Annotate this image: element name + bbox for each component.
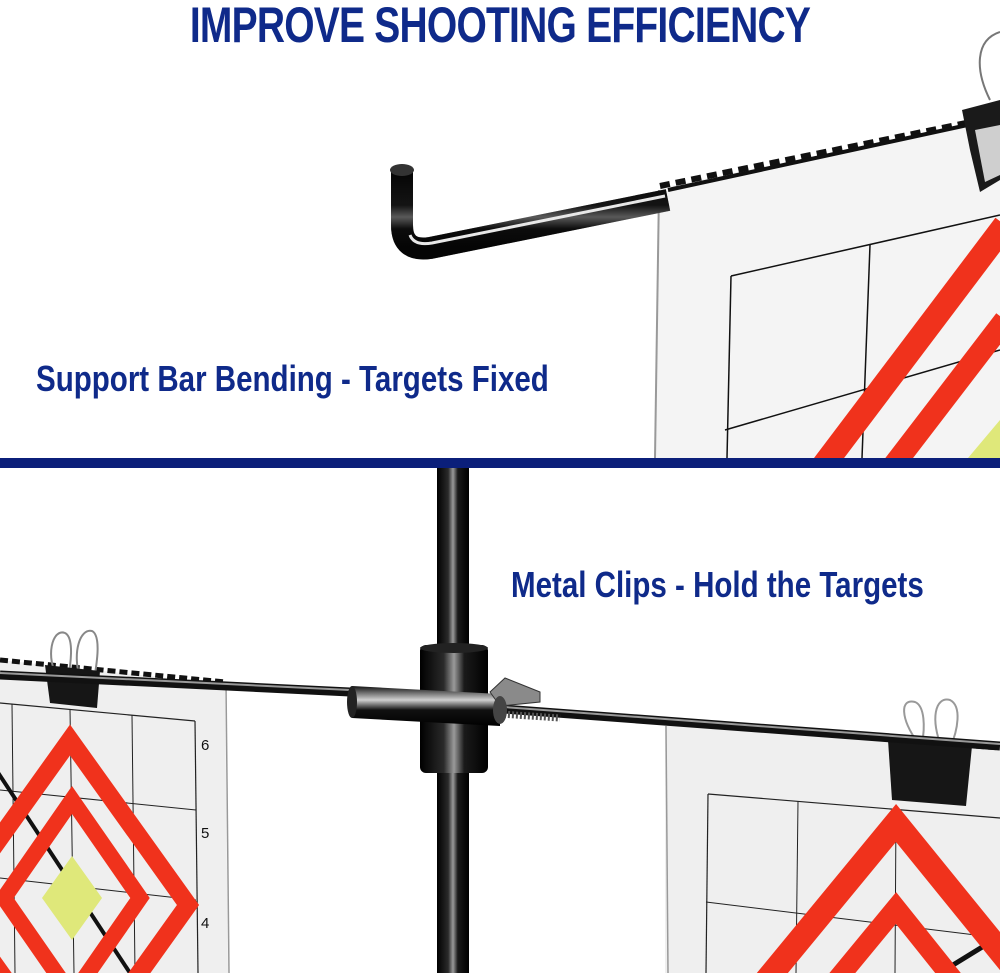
wing-nut — [489, 677, 541, 724]
grid-label-4: 4 — [201, 915, 209, 932]
grid-label-6: 6 — [201, 737, 209, 754]
caption-support-bar: Support Bar Bending - Targets Fixed — [36, 358, 549, 399]
paper-target-top — [654, 113, 1000, 458]
binder-clip-right — [888, 698, 972, 806]
page-title: IMPROVE SHOOTING EFFICIENCY — [189, 0, 811, 53]
grid-label-5: 5 — [201, 825, 209, 842]
caption-metal-clips: Metal Clips - Hold the Targets — [511, 564, 924, 605]
bent-support-bar — [390, 116, 1000, 260]
section-divider — [0, 458, 1000, 468]
binder-clip-left — [45, 629, 100, 708]
support-bar-illustration — [390, 31, 1000, 458]
horizontal-crossbar — [0, 670, 1000, 751]
binder-clip-top — [962, 31, 1000, 192]
clips-illustration: 6 5 4 — [0, 468, 1000, 973]
top-panel: IMPROVE SHOOTING EFFICIENCY Support Bar … — [0, 0, 1000, 458]
paper-target-left: 6 5 4 — [0, 657, 230, 973]
bottom-panel: 6 5 4 — [0, 468, 1000, 973]
